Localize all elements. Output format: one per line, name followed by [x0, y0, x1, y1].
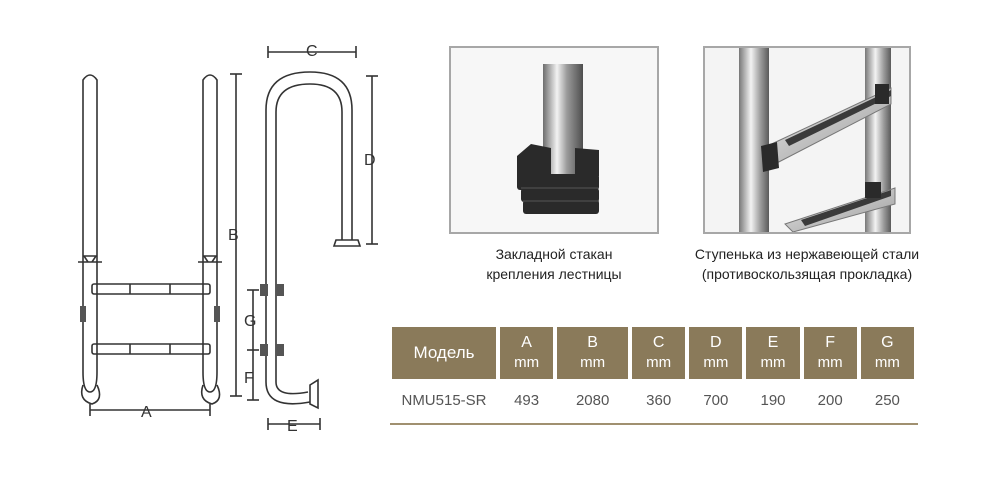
left-rail [82, 74, 98, 393]
model-column-header: Модель [392, 327, 496, 379]
side-view [260, 71, 362, 410]
caption-anchor-socket: Закладной стакан крепления лестницы [449, 244, 659, 284]
left-anchor [78, 255, 102, 263]
value-cell-a: 493 [514, 391, 540, 409]
value-cell-c: 360 [646, 391, 672, 409]
left-foot [80, 384, 101, 405]
caption-anchor-socket-line2: крепления лестницы [486, 266, 622, 282]
value-cell-b: 2080 [575, 391, 610, 409]
caption-stainless-steps-line1: Ступенька из нержавеющей стали [694, 246, 920, 262]
side-lower-curve [265, 381, 311, 405]
label-b: B [228, 227, 239, 244]
value-cell-e: 190 [760, 391, 786, 409]
label-e: E [287, 418, 298, 435]
side-wall-foot [309, 378, 319, 410]
step-bottom [784, 182, 896, 232]
column-f-unit: mm [817, 354, 843, 371]
step-lower [91, 343, 211, 355]
label-a: A [141, 404, 152, 421]
step-top [761, 84, 892, 172]
right-anchor [198, 255, 222, 263]
column-c-unit: mm [646, 354, 672, 371]
table-bottom-divider [390, 423, 918, 425]
label-d: D [364, 152, 376, 169]
column-f-letter: F [825, 334, 836, 351]
front-view [78, 74, 222, 405]
left-steel-rail [739, 48, 769, 232]
column-e-letter: E [767, 334, 779, 351]
photo-stainless-steps [703, 46, 911, 234]
column-a-unit: mm [514, 354, 540, 371]
ladder-technical-drawing: A B C D E F G [78, 43, 378, 435]
caption-anchor-socket-line1: Закладной стакан [495, 246, 613, 262]
column-c-letter: C [652, 334, 665, 351]
caption-stainless-steps-line2: (противоскользящая прокладка) [701, 266, 913, 282]
column-g-letter: G [881, 334, 894, 351]
label-c: C [306, 43, 318, 60]
label-g: G [244, 313, 256, 330]
right-rail [202, 74, 218, 393]
column-d-unit: mm [703, 354, 729, 371]
right-foot [200, 384, 221, 405]
step-upper [91, 283, 211, 295]
value-cell-f: 200 [817, 391, 843, 409]
column-d-letter: D [710, 334, 722, 351]
table-row: NMU515-SR 493 2080 360 700 190 200 250 [392, 379, 914, 421]
value-cell-d: 700 [703, 391, 729, 409]
side-handrail-inner [275, 83, 343, 382]
side-deck-foot [332, 239, 362, 247]
label-f: F [244, 370, 254, 387]
column-g-unit: mm [874, 354, 900, 371]
column-b-letter: B [587, 334, 598, 351]
black-socket [517, 144, 599, 214]
value-cell-g: 250 [874, 391, 900, 409]
column-b-unit: mm [580, 354, 606, 371]
column-e-unit: mm [760, 354, 786, 371]
side-handrail-outer [265, 71, 353, 382]
model-cell: NMU515-SR [401, 391, 487, 409]
caption-stainless-steps: Ступенька из нержавеющей стали (противос… [682, 244, 932, 284]
photo-anchor-socket [449, 46, 659, 234]
column-a-letter: A [521, 334, 532, 351]
